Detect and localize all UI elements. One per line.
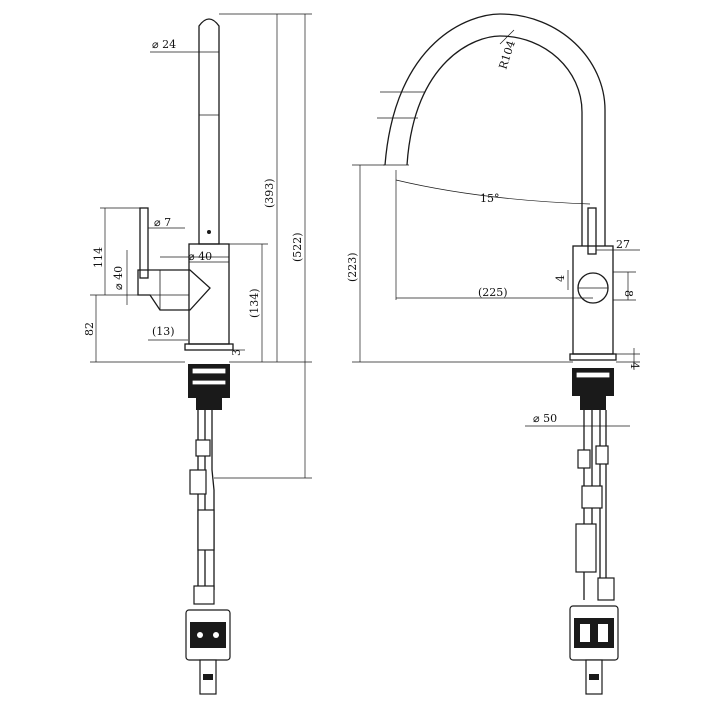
front-fitting-1 <box>577 449 591 469</box>
outlet-ring <box>203 674 213 680</box>
front-base-plate <box>569 353 617 361</box>
label-223: (223) <box>346 252 359 282</box>
front-lever <box>587 207 597 255</box>
dim-r104-leader <box>499 29 515 45</box>
front-sleeve <box>575 523 597 573</box>
label-dia-body: ⌀ 40 <box>188 250 212 263</box>
supply-hose <box>197 410 215 590</box>
label-522: (522) <box>291 232 304 262</box>
label-dia-body-side: ⌀ 40 <box>112 266 125 290</box>
front-connector <box>597 577 615 601</box>
label-dia-lever: ⌀ 7 <box>154 216 171 229</box>
label-4-base: 4 <box>628 362 641 369</box>
label-r104: R104 <box>496 39 517 71</box>
lever-stem <box>139 207 149 279</box>
label-4-top: 4 <box>554 275 567 282</box>
front-shank <box>580 396 606 410</box>
nut-ring-2 <box>191 379 227 386</box>
label-114: 114 <box>92 247 105 268</box>
threaded-shank <box>196 398 222 410</box>
weight-window-1 <box>580 624 590 642</box>
weight-window-2 <box>598 624 608 642</box>
gooseneck-outer <box>384 13 606 246</box>
spout-tube <box>198 18 220 245</box>
gooseneck-inner <box>406 35 583 246</box>
front-clamp <box>581 485 603 509</box>
hose-fitting <box>195 439 211 457</box>
base-plate <box>184 343 234 351</box>
front-outlet-ring <box>589 674 599 680</box>
lever-handle <box>137 269 211 311</box>
hose-sleeve <box>197 509 215 551</box>
front-fitting-2 <box>595 445 609 465</box>
label-225: (225) <box>478 286 508 299</box>
front-view: R104 15° (223) (225) 27 4 8 4 ⌀ 50 <box>346 13 641 695</box>
nut-ring <box>191 367 227 375</box>
sensor-dot <box>207 230 211 234</box>
label-393: (393) <box>263 178 276 208</box>
bolt-1 <box>197 632 203 638</box>
bolt-2 <box>213 632 219 638</box>
label-13: (13) <box>152 325 175 338</box>
label-27: 27 <box>616 238 630 251</box>
label-dia-base: ⌀ 50 <box>533 412 557 425</box>
hose-connector <box>193 585 215 605</box>
label-3: 3 <box>230 349 243 356</box>
label-134: (134) <box>248 288 261 318</box>
dim-15-arc <box>395 179 591 205</box>
label-8: 8 <box>622 290 635 297</box>
hose-clamp <box>189 469 207 495</box>
front-body <box>572 245 614 355</box>
label-15: 15° <box>480 192 500 205</box>
label-dia-spout: ⌀ 24 <box>152 38 176 51</box>
label-82: 82 <box>83 322 96 336</box>
counterweight-band <box>190 622 226 648</box>
front-nut-ring <box>575 371 611 379</box>
side-view: ⌀ 24 ⌀ 7 ⌀ 40 ⌀ 40 114 82 (13) (134) (39… <box>83 13 312 695</box>
